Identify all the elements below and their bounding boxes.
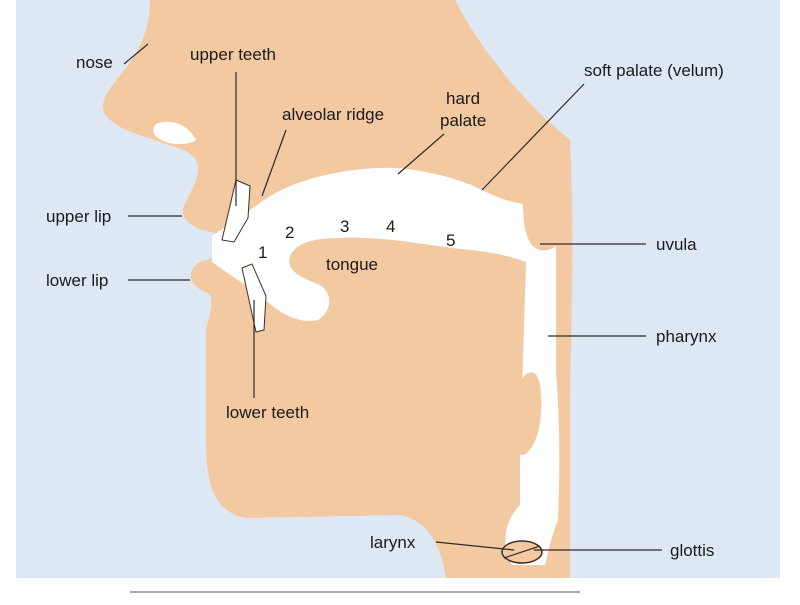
label-larynx: larynx [370, 533, 416, 552]
label-pharynx: pharynx [656, 327, 717, 346]
label-lower-lip: lower lip [46, 271, 108, 290]
label-tongue: tongue [326, 255, 378, 274]
place-number-1: 1 [258, 243, 267, 262]
epiglottis [509, 372, 542, 455]
leader-larynx [435, 541, 515, 551]
label-soft-palate: soft palate (velum) [584, 61, 724, 80]
vocal-folds-gap [503, 545, 541, 559]
uvula-shape [522, 180, 561, 251]
leader-hard-palate [397, 133, 445, 175]
nostril [153, 121, 196, 145]
label-nose: nose [76, 53, 113, 72]
place-number-3: 3 [340, 217, 349, 236]
leader-soft-palate [481, 83, 585, 191]
label-hard-palate-line1: hard [446, 89, 480, 108]
place-number-4: 4 [386, 217, 395, 236]
leader-alveolar-ridge [261, 129, 287, 197]
label-glottis: glottis [670, 541, 714, 560]
label-hard-palate-line2: palate [440, 111, 486, 130]
head-upper-silhouette [103, 0, 573, 578]
label-upper-lip: upper lip [46, 207, 111, 226]
upper-incisor [221, 179, 251, 243]
label-upper-teeth: upper teeth [190, 45, 276, 64]
place-number-2: 2 [285, 223, 294, 242]
place-number-5: 5 [446, 231, 455, 250]
leader-nose [123, 43, 149, 65]
label-alveolar-ridge: alveolar ridge [282, 105, 384, 124]
label-lower-teeth: lower teeth [226, 403, 309, 422]
label-uvula: uvula [656, 235, 697, 254]
